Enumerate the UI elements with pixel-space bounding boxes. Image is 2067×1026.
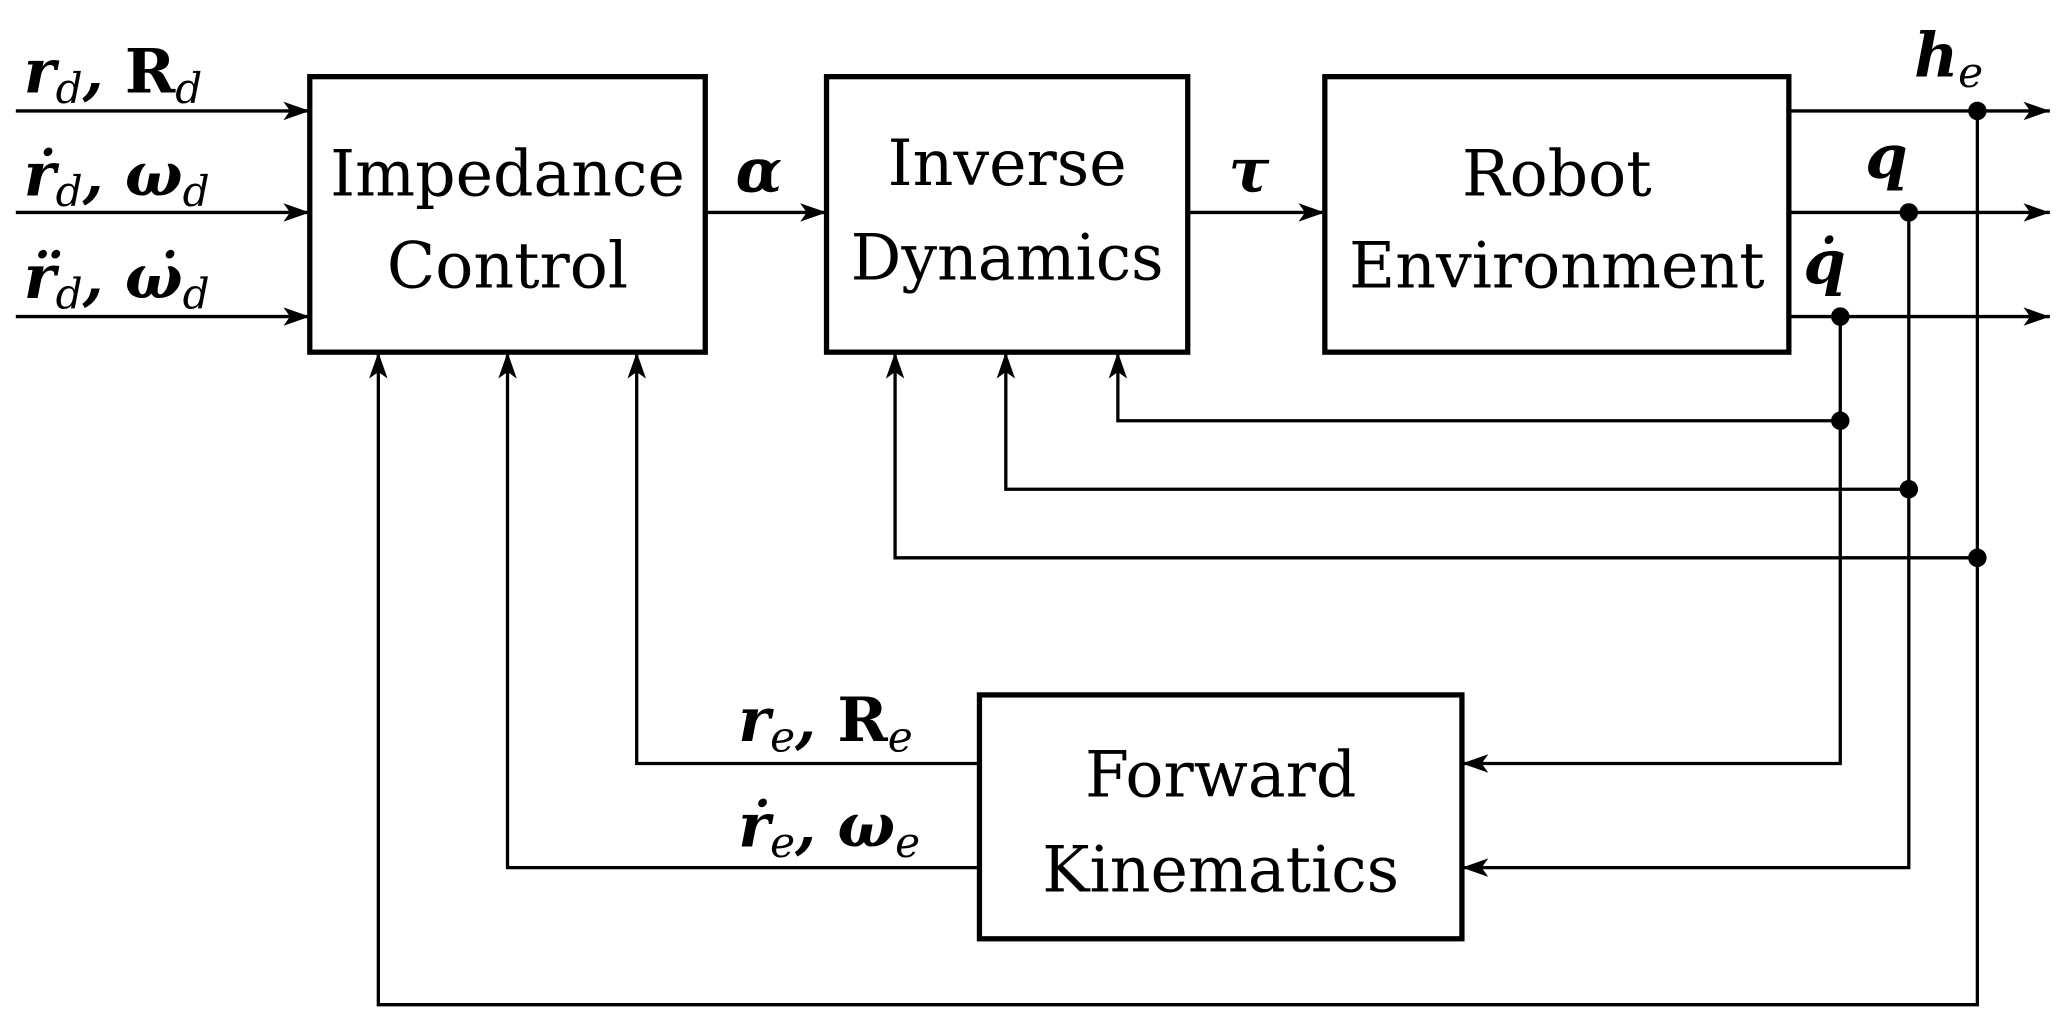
junction-dot xyxy=(1831,411,1850,430)
junction-dots xyxy=(1831,101,1987,568)
label-alpha: α xyxy=(736,135,783,206)
label-re-Re: re, Re xyxy=(738,685,913,762)
feedback-re-impedance xyxy=(627,352,980,766)
feedback-q-fk xyxy=(1461,212,1911,877)
label-tau: τ xyxy=(1229,135,1270,206)
label-rd-Rd: rd, Rd xyxy=(24,36,203,113)
block-label: Dynamics xyxy=(851,221,1164,295)
junction-dot xyxy=(1899,203,1919,222)
label-redot-we: ṙe, ωe xyxy=(738,791,920,868)
junction-dot xyxy=(1968,101,1987,121)
block-label: Robot xyxy=(1462,136,1652,210)
block-forward-kinematics: Forward Kinematics xyxy=(976,692,1465,942)
label-he: he xyxy=(1914,21,1983,98)
junction-dot xyxy=(1899,480,1919,499)
feedback-qdot-fk xyxy=(1461,316,1842,773)
block-label: Forward xyxy=(1085,737,1356,811)
label-rdddot-wddot: r̈d, ω̇d xyxy=(24,242,210,319)
junction-dot xyxy=(1968,548,1987,568)
label-qdot: q̇ xyxy=(1803,228,1845,299)
feedback-q-id xyxy=(996,352,1909,491)
block-label: Inverse xyxy=(888,126,1127,200)
junction-dot xyxy=(1831,307,1850,326)
feedback-redot-impedance xyxy=(498,352,980,870)
feedback-he-id xyxy=(885,352,1978,560)
feedback-lines xyxy=(369,110,1980,1007)
block-label: Kinematics xyxy=(1042,832,1399,906)
input-arrows xyxy=(15,101,310,326)
label-q: q xyxy=(1865,122,1907,193)
block-label: Environment xyxy=(1349,229,1765,303)
block-inverse-dynamics: Inverse Dynamics xyxy=(823,74,1191,355)
feedback-qdot-id xyxy=(1108,352,1841,423)
label-rddot-wd: ṙd, ωd xyxy=(24,139,210,216)
forward-arrows xyxy=(705,101,2050,326)
block-label: Control xyxy=(387,229,628,303)
block-label: Impedance xyxy=(330,136,685,210)
block-impedance-control: Impedance Control xyxy=(307,74,708,355)
block-robot-environment: Robot Environment xyxy=(1322,74,1792,355)
